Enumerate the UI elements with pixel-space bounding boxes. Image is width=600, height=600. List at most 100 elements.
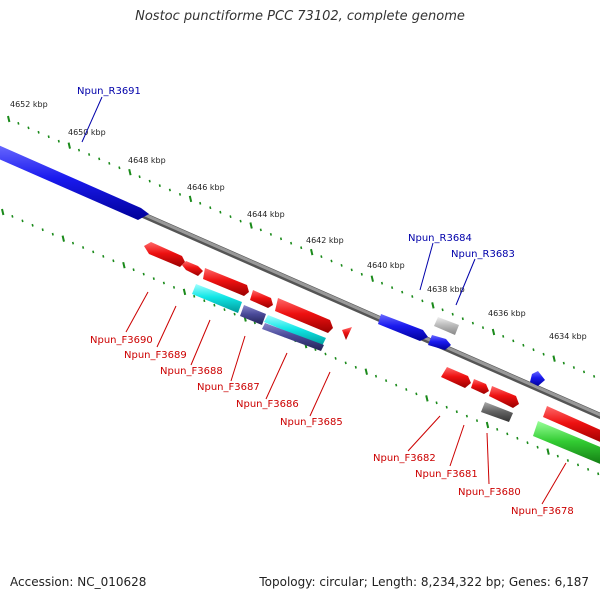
minor-tick (451, 312, 454, 316)
gene-npun-f3678[interactable] (533, 421, 600, 466)
label-npun-f3688[interactable]: Npun_F3688 (160, 366, 223, 377)
minor-tick (11, 215, 14, 218)
minor-tick (445, 405, 448, 409)
minor-tick (88, 153, 91, 156)
gene-npun-f3689[interactable] (182, 261, 203, 276)
label-npun-f3678[interactable]: Npun_F3678 (511, 506, 574, 517)
gene-npun-f3686-navy[interactable] (262, 323, 324, 351)
minor-tick (562, 361, 565, 365)
minor-tick (162, 281, 165, 285)
minor-tick (300, 246, 303, 250)
minor-tick (142, 272, 145, 276)
label-npun-f3680[interactable]: Npun_F3680 (458, 487, 521, 498)
minor-tick (401, 290, 404, 294)
minor-tick (385, 379, 388, 382)
label-npun-f3681[interactable]: Npun_F3681 (415, 469, 478, 480)
gene-npun-f3687-navy[interactable] (240, 305, 266, 325)
minor-tick (51, 232, 54, 236)
minor-tick (461, 317, 464, 321)
minor-tick (98, 157, 101, 161)
minor-tick (411, 295, 414, 298)
gene-npun-f3682[interactable] (441, 367, 471, 388)
label-npun-f3689[interactable]: Npun_F3689 (124, 350, 187, 361)
label-npun-r3683[interactable]: Npun_R3683 (451, 249, 515, 260)
scale-label-4634: 4634 kbp (549, 332, 587, 341)
minor-tick (17, 122, 20, 125)
minor-tick (455, 410, 458, 414)
minor-tick (148, 179, 151, 183)
minor-tick (118, 166, 121, 170)
minor-tick (219, 210, 222, 214)
minor-tick (213, 303, 216, 307)
major-tick (1, 208, 5, 216)
gene-npun-f3681[interactable] (471, 379, 489, 394)
minor-tick (334, 357, 337, 360)
scale-label-4636: 4636 kbp (488, 309, 526, 318)
minor-tick (391, 286, 394, 289)
gene-npun-f3680[interactable] (489, 386, 519, 408)
minor-tick (526, 441, 529, 445)
gene-npun-r3691[interactable] (0, 144, 149, 220)
major-tick (425, 395, 429, 402)
label-npun-f3686[interactable]: Npun_F3686 (236, 399, 299, 410)
label-npun-r3684[interactable]: Npun_R3684 (408, 233, 472, 244)
minor-tick (350, 268, 353, 272)
major-tick (485, 421, 490, 429)
minor-tick (360, 272, 363, 276)
minor-tick (178, 193, 182, 196)
gene-npun-f3685[interactable] (342, 327, 352, 340)
minor-tick (320, 255, 323, 258)
minor-tick (102, 255, 105, 258)
major-tick (364, 368, 368, 375)
minor-tick (405, 388, 408, 391)
gene-npun-f3688-cyan[interactable] (192, 284, 242, 313)
major-tick (552, 355, 556, 362)
gene-small-gray[interactable] (481, 402, 513, 422)
label-npun-f3687[interactable]: Npun_F3687 (197, 382, 260, 393)
gene-npun-f3690[interactable] (144, 242, 185, 267)
minor-tick (138, 175, 141, 179)
minor-tick (556, 454, 559, 458)
minor-tick (229, 215, 232, 218)
gene-npun-r3684[interactable] (378, 314, 428, 341)
minor-tick (475, 419, 479, 422)
scale-label-4650: 4650 kbp (68, 128, 106, 137)
minor-tick (82, 246, 85, 249)
major-tick (67, 142, 71, 149)
label-npun-f3685[interactable]: Npun_F3685 (280, 417, 343, 428)
minor-tick (47, 135, 50, 139)
upper-scale-ticks (7, 115, 596, 378)
minor-tick (415, 392, 418, 396)
minor-tick (587, 468, 590, 471)
gene-npun-f3686[interactable] (275, 298, 333, 333)
gene-npun-r3683[interactable] (428, 335, 451, 350)
gene-npun-f3678-red[interactable] (543, 406, 600, 444)
gene-small-light[interactable] (434, 317, 459, 335)
minor-tick (37, 130, 40, 134)
gene-npun-f3687[interactable] (250, 290, 273, 308)
minor-tick (41, 228, 44, 232)
minor-tick (512, 339, 515, 343)
minor-tick (395, 383, 398, 387)
gene-small-blue[interactable] (530, 371, 545, 386)
minor-tick (465, 414, 468, 418)
minor-tick (269, 233, 272, 236)
major-tick (128, 168, 132, 176)
minor-tick (253, 321, 256, 325)
scale-label-4644: 4644 kbp (247, 210, 285, 219)
gene-npun-f3686-cyan[interactable] (264, 315, 326, 346)
minor-tick (193, 294, 196, 298)
label-npun-r3691[interactable]: Npun_R3691 (77, 86, 141, 97)
major-tick (7, 115, 11, 123)
minor-tick (324, 352, 327, 356)
label-npun-f3690[interactable]: Npun_F3690 (90, 335, 153, 346)
minor-tick (532, 348, 535, 352)
minor-tick (290, 241, 293, 245)
minor-tick (209, 206, 212, 210)
label-npun-f3682[interactable]: Npun_F3682 (373, 453, 436, 464)
minor-tick (168, 188, 171, 192)
gene-npun-f3688[interactable] (203, 268, 249, 296)
minor-tick (199, 201, 202, 205)
minor-tick (374, 374, 378, 378)
